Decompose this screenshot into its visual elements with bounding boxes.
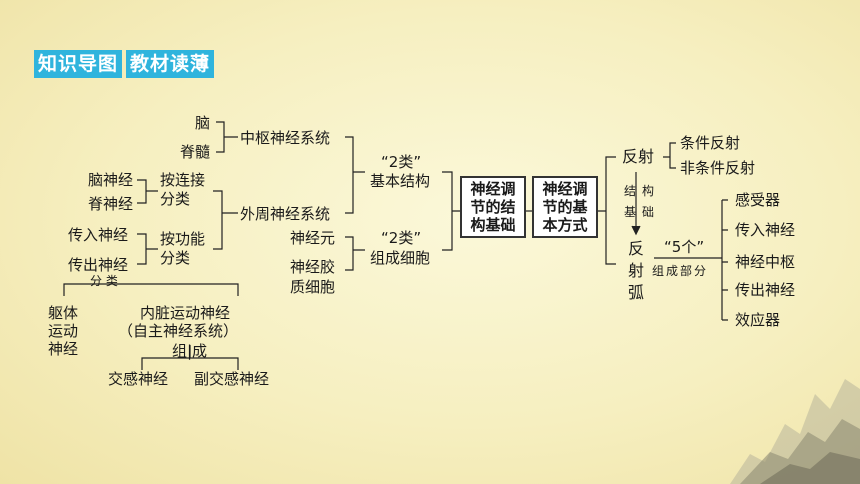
- header-tags: 知识导图 教材读薄: [34, 50, 215, 78]
- compose-cells-label: 组成细胞: [370, 249, 431, 267]
- basic-structure-label: 基本结构: [370, 172, 431, 190]
- compose-label: 组|成: [172, 342, 208, 360]
- reflex-arc-2: 射: [628, 261, 645, 280]
- effector-label: 效应器: [735, 311, 781, 329]
- struct-basis-4: 础: [642, 205, 655, 219]
- box2-line2: 节的基: [542, 198, 588, 216]
- efferent-nerve-label: 传出神经: [735, 281, 796, 299]
- afferent-label: 传入神经: [68, 226, 129, 244]
- conditioned-reflex-label: 条件反射: [680, 134, 741, 152]
- efferent-label: 传出神经: [68, 256, 129, 274]
- reflex-label: 反射: [622, 147, 655, 166]
- struct-basis-1: 结: [624, 184, 637, 198]
- two-types-1-label: “2类”: [381, 153, 422, 171]
- neuron-label: 神经元: [290, 229, 336, 247]
- tag-knowledge-map: 知识导图: [34, 50, 123, 78]
- classify1-label: 分类: [160, 190, 191, 208]
- reflex-arc-3: 弧: [628, 283, 645, 302]
- box2-line1: 神经调: [542, 180, 588, 198]
- components-label: 组成部分: [652, 264, 709, 278]
- basic-method-box: 神经调 节的基 本方式: [532, 176, 598, 238]
- visceral-motor-label: 内脏运动神经: [140, 304, 231, 322]
- central-ns-label: 中枢神经系统: [240, 129, 331, 147]
- unconditioned-reflex-label: 非条件反射: [680, 159, 756, 177]
- box1-line2: 节的结: [470, 198, 516, 216]
- struct-basis-2: 构: [642, 184, 655, 198]
- two-types-2-label: “2类”: [381, 229, 422, 247]
- brain-label: 脑: [195, 114, 211, 132]
- parasympathetic-label: 副交感神经: [194, 370, 270, 388]
- structure-basis-box: 神经调 节的结 构基础: [460, 176, 526, 238]
- box2-line3: 本方式: [542, 216, 588, 234]
- peripheral-ns-label: 外周神经系统: [240, 205, 331, 223]
- glia-label-1: 神经胶: [290, 258, 336, 276]
- by-function-label: 按功能: [160, 230, 206, 248]
- autonomic-label: （自主神经系统）: [118, 322, 239, 340]
- divide-label: 分 类: [90, 274, 118, 288]
- spinal-nerve-label: 脊神经: [88, 195, 134, 213]
- nerve-center-label: 神经中枢: [735, 253, 796, 271]
- classify2-label: 分类: [160, 249, 191, 267]
- tag-textbook: 教材读薄: [126, 50, 215, 78]
- reflex-arc-1: 反: [628, 239, 645, 258]
- receptor-label: 感受器: [735, 191, 781, 209]
- by-connection-label: 按连接: [160, 171, 206, 189]
- sympathetic-label: 交感神经: [108, 370, 169, 388]
- glia-label-2: 质细胞: [290, 278, 336, 296]
- box1-line3: 构基础: [470, 216, 516, 234]
- afferent-nerve-label: 传入神经: [735, 221, 796, 239]
- box1-line1: 神经调: [470, 180, 516, 198]
- spinal-cord-label: 脊髓: [180, 143, 211, 161]
- somatic-motor-label: 躯体运动神经: [48, 304, 79, 358]
- cranial-nerve-label: 脑神经: [88, 171, 134, 189]
- mountain-decoration: [730, 379, 860, 484]
- five-parts-label: “5个”: [664, 238, 705, 256]
- struct-basis-3: 基: [624, 205, 637, 219]
